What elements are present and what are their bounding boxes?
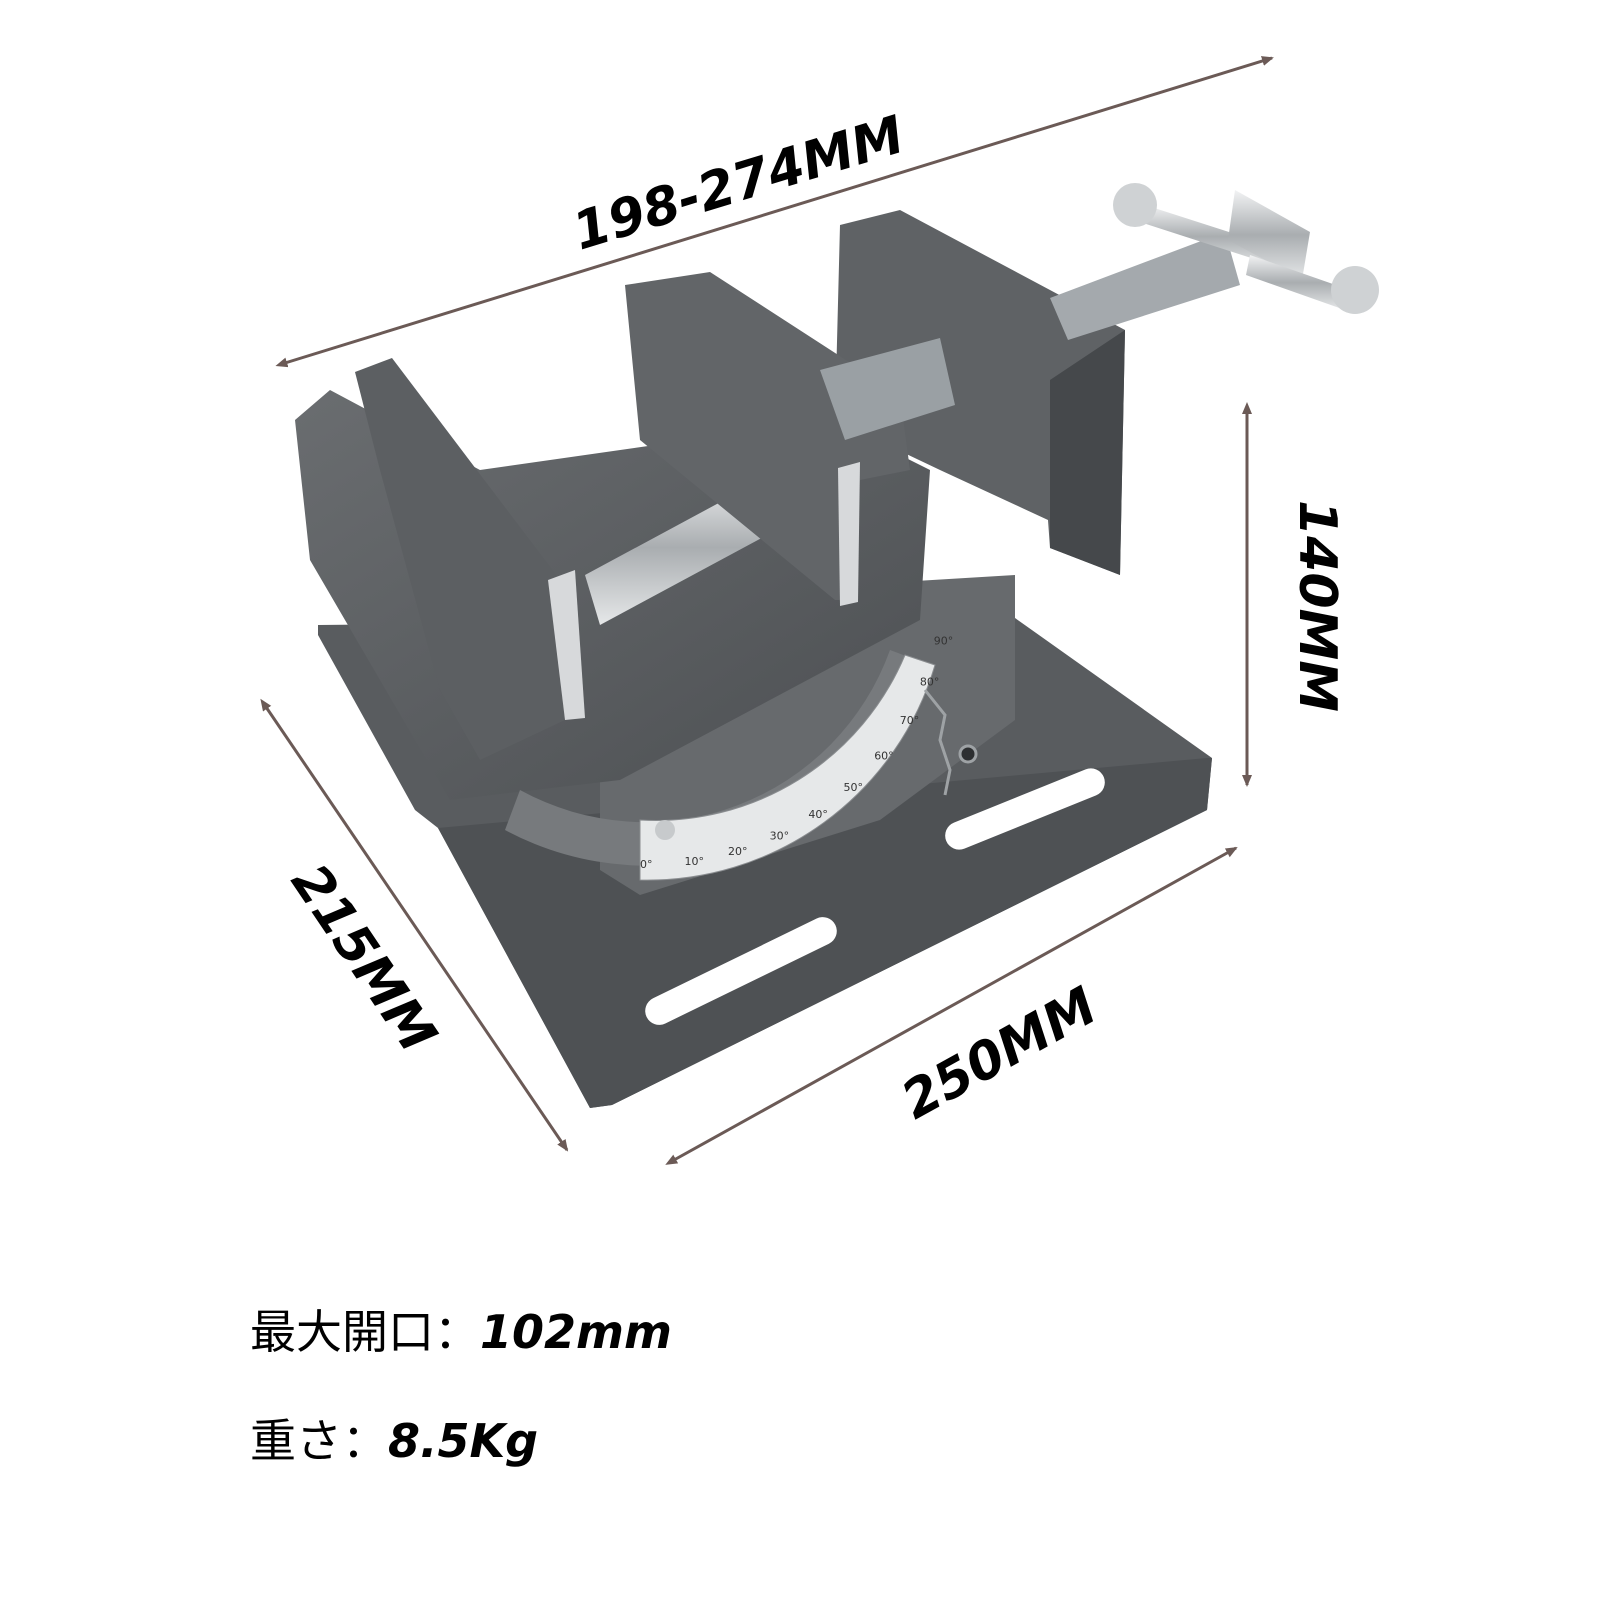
width-label: 250MM bbox=[892, 976, 1107, 1131]
base-slot bbox=[945, 768, 1105, 850]
angle-tick-label: 70° bbox=[900, 714, 920, 727]
max-opening-label: 最大開口： bbox=[250, 1305, 480, 1359]
depth-label: 215MM bbox=[279, 854, 447, 1063]
angle-tick-label: 30° bbox=[770, 830, 790, 843]
angle-tick-label: 0° bbox=[640, 858, 653, 871]
angle-tick-label: 40° bbox=[808, 808, 828, 821]
dimension-arrows bbox=[260, 56, 1274, 1165]
angle-scale bbox=[639, 654, 936, 881]
angle-scale-labels: 0° 10° 20° 30° 40° 50° 60° 70° 80° 90° bbox=[640, 635, 953, 871]
weight-value: 8.5Kg bbox=[388, 1414, 539, 1468]
weight-spec: 重さ：8.5Kg bbox=[250, 1405, 538, 1471]
angle-tick-label: 10° bbox=[685, 855, 705, 868]
weight-label: 重さ： bbox=[250, 1414, 388, 1468]
angle-tick-label: 90° bbox=[934, 635, 954, 648]
angle-tick-label: 20° bbox=[728, 845, 748, 858]
depth-arrow bbox=[260, 698, 569, 1152]
width-arrow bbox=[665, 846, 1238, 1165]
angle-tick-label: 80° bbox=[920, 676, 940, 689]
max-opening-value: 102mm bbox=[480, 1305, 672, 1359]
vise-illustration: 0° 10° 20° 30° 40° 50° 60° 70° 80° 90° bbox=[295, 183, 1379, 1108]
max-opening-spec: 最大開口：102mm bbox=[250, 1296, 672, 1362]
height-label: 140MM bbox=[1287, 500, 1347, 712]
angle-tick-label: 50° bbox=[844, 781, 864, 794]
front-jaw bbox=[355, 358, 565, 760]
length-arrow bbox=[275, 56, 1274, 368]
locking-pin-chain bbox=[923, 689, 978, 796]
base-slot bbox=[645, 917, 837, 1025]
t-handle bbox=[1113, 183, 1379, 314]
lead-screw bbox=[820, 232, 1240, 440]
angle-tick-label: 60° bbox=[874, 750, 894, 763]
